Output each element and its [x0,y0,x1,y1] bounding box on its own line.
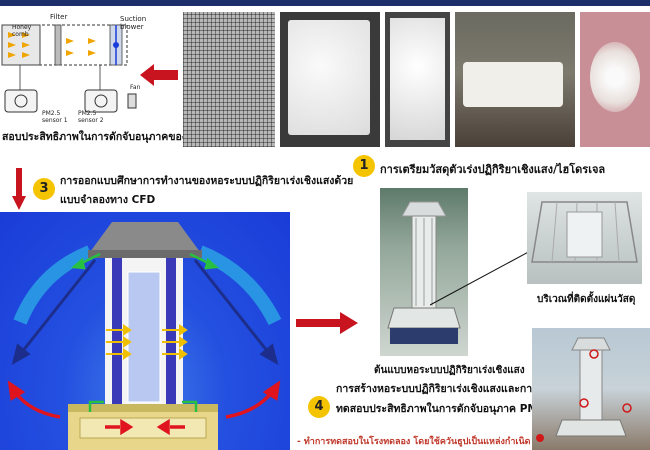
step-1-number: 1 [353,155,375,177]
photo-prototype-tower [380,188,468,356]
fan-label: Fan [130,84,141,91]
step-3-line1: การออกแบบศึกษาการทำงานของหอระบบปฏิกิริยา… [60,175,354,187]
photo-hydrogel-powder [580,12,650,147]
step-4-number: 4 [308,396,330,418]
pointer-line [429,245,540,314]
step-1-text: การเตรียมวัสดุตัวเร่งปฏิกิริยาเชิงแสง/ไฮ… [380,163,606,176]
step-4-line1: การสร้างหอระบบปฏิกิริยาเร่งเชิงแสงและการ [336,383,538,395]
test-rig-diagram: Honey comb Filter Suction blower PM2.5 s… [0,10,180,125]
photo-mesh-sheet [183,12,275,147]
sheet-area-caption: บริเวณที่ติดตั้งแผ่นวัสดุ [537,294,636,305]
test-caption: สอบประสิทธิภาพในการดักจับอนุภาคของแผ่นวั… [2,131,227,143]
honeycomb-label: Honey comb [12,24,32,38]
prototype-caption: ต้นแบบหอระบบปฏิกิริยาเร่งเชิงแสง [374,365,525,376]
arrow-down-icon [12,168,26,214]
cfd-simulation [0,212,290,450]
photo-fiber-sheet-1 [280,12,380,147]
photo-fiber-sheet-2 [385,12,450,147]
filter-label: Filter [50,13,68,21]
arrow-right-icon [296,312,358,338]
photo-hydrogel-block [455,12,575,147]
step-4-line2: ทดสอบประสิทธิภาพในการดักจับอนุภาค PM2.5 [336,403,557,415]
header-strip [0,0,650,6]
suction-blower-label: Suction blower [120,15,147,31]
arrow-left-icon [140,64,178,90]
step-3-number: 3 [33,178,55,200]
step-4-note: - ทำการทดสอบในโรงทดลอง โดยใช้ควันธูปเป็น… [297,437,531,447]
photo-greenhouse-test [532,328,650,450]
photo-sheet-area [527,192,642,284]
sensor2-label: PM2.5 sensor 2 [78,110,104,124]
step-3-line2: แบบจำลองทาง CFD [60,194,156,206]
sensor1-label: PM2.5 sensor 1 [42,110,68,124]
